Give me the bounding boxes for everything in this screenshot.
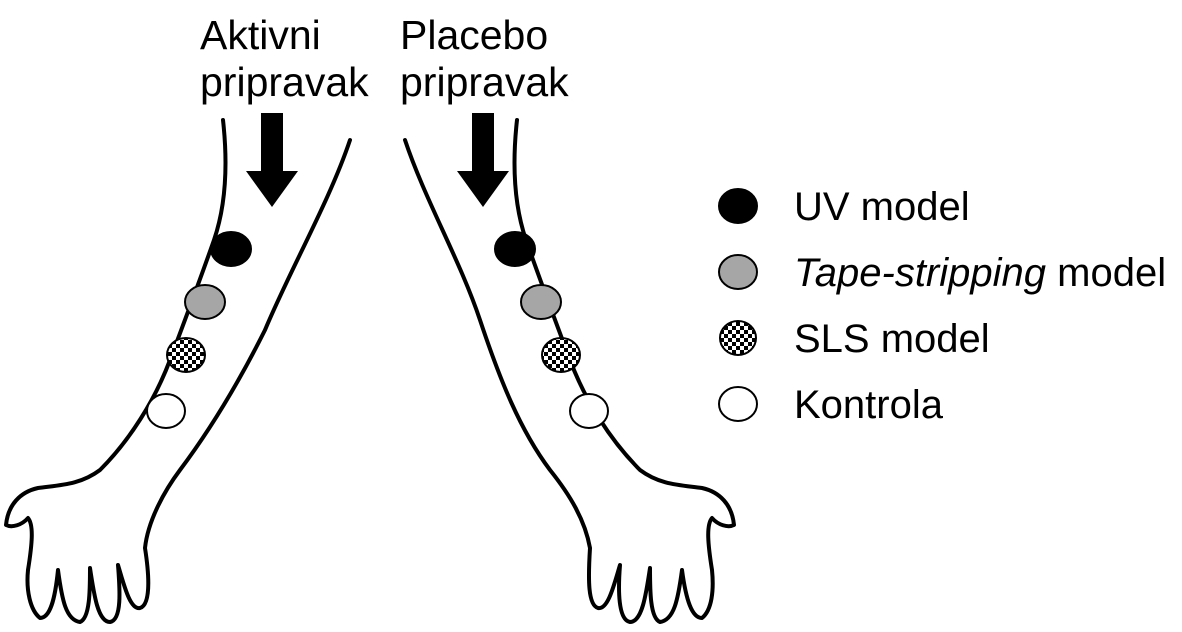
right-tape-spot xyxy=(521,285,561,319)
left-tape-spot xyxy=(185,285,225,319)
legend-label-uv: UV model xyxy=(794,184,970,230)
arrow-placebo-head xyxy=(457,171,509,207)
arrow-active-head xyxy=(246,171,298,207)
right-control-spot xyxy=(570,394,608,428)
black-circle-icon xyxy=(716,186,760,226)
left-uv-spot xyxy=(211,232,251,266)
placebo-label-line1: Placebo xyxy=(400,12,569,59)
white-circle-icon xyxy=(716,384,760,424)
right-sls-spot xyxy=(542,338,580,372)
arrow-active xyxy=(246,113,298,207)
legend-label-control: Kontrola xyxy=(794,382,943,428)
gray-circle-icon xyxy=(716,252,760,292)
placebo-preparation-label: Placebo pripravak xyxy=(400,12,569,106)
legend-label-sls: SLS model xyxy=(794,316,990,362)
arrow-placebo xyxy=(457,113,509,207)
left-sls-spot xyxy=(167,338,205,372)
arrow-active-shaft xyxy=(261,113,283,171)
right-uv-spot xyxy=(495,232,535,266)
checkered-circle-icon xyxy=(716,318,760,358)
arrow-placebo-shaft xyxy=(472,113,494,171)
active-label-line1: Aktivni xyxy=(200,12,369,59)
active-preparation-label: Aktivni pripravak xyxy=(200,12,369,106)
left-control-spot xyxy=(147,394,185,428)
legend-label-tape-stripping: Tape-stripping model xyxy=(794,250,1166,296)
placebo-label-line2: pripravak xyxy=(400,59,569,106)
active-label-line2: pripravak xyxy=(200,59,369,106)
